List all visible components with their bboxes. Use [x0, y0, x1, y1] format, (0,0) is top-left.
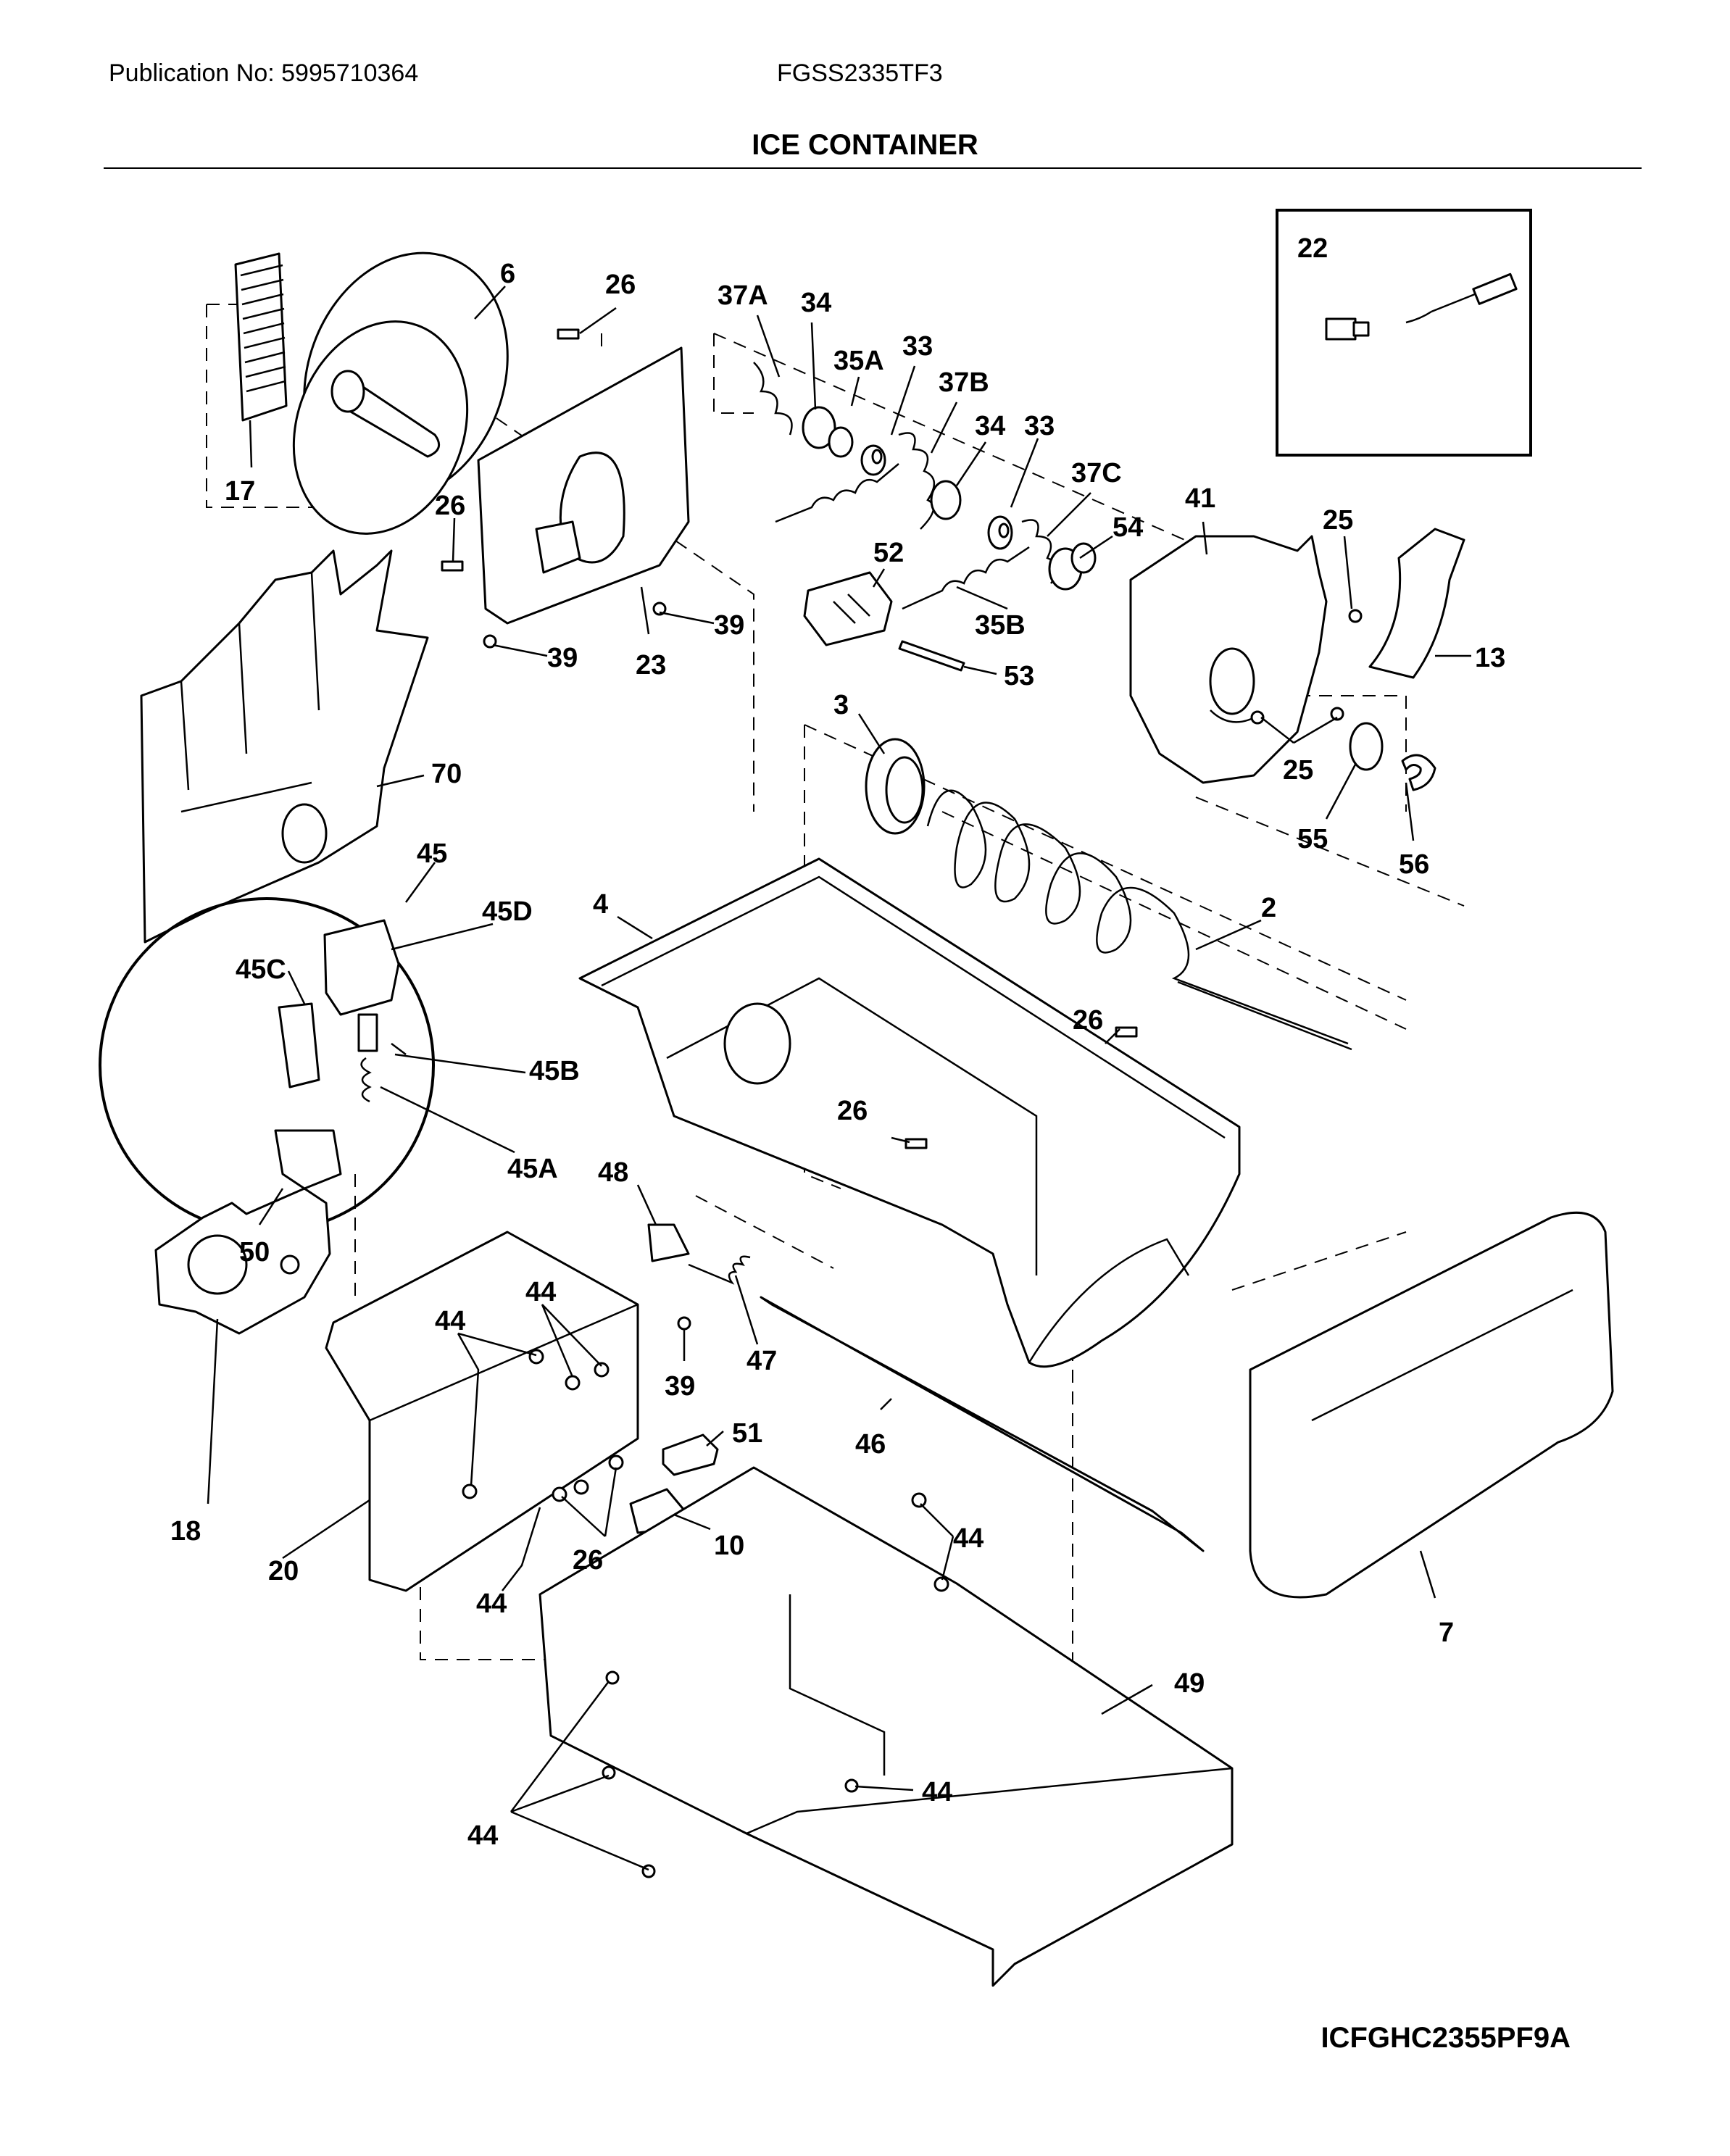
screws: [441, 328, 1363, 1878]
header-rule: [104, 167, 1642, 169]
callout-26c: 26: [1073, 1005, 1103, 1036]
callout-39b: 39: [547, 643, 578, 673]
callout-33: 33: [902, 331, 933, 362]
part-41-auger-housing: [1129, 535, 1328, 784]
callout-33b: 33: [1024, 411, 1055, 441]
part-45-detail-circle: [99, 897, 435, 1233]
callout-37a: 37A: [718, 280, 768, 311]
callout-47: 47: [747, 1346, 777, 1376]
callout-13: 13: [1475, 643, 1505, 673]
callout-26e: 26: [573, 1545, 603, 1576]
callout-56: 56: [1399, 849, 1429, 880]
callout-44c: 44: [953, 1523, 983, 1554]
callout-45a: 45A: [507, 1154, 558, 1184]
callout-53: 53: [1004, 661, 1034, 691]
callout-17: 17: [225, 476, 255, 507]
callout-49: 49: [1174, 1668, 1205, 1699]
callout-51: 51: [732, 1418, 762, 1449]
part-3-bearing: [865, 738, 926, 835]
part-4-ice-container: [578, 857, 1241, 1368]
callout-35a: 35A: [833, 346, 884, 376]
callout-3: 3: [833, 690, 849, 720]
callout-25b: 25: [1283, 755, 1313, 786]
callout-50: 50: [239, 1237, 270, 1268]
callout-37c: 37C: [1071, 458, 1122, 488]
part-17-filter: [234, 252, 288, 422]
callout-37b: 37B: [939, 367, 989, 398]
part-52-switch: [803, 571, 893, 646]
callout-41: 41: [1185, 483, 1215, 514]
callout-45: 45: [417, 838, 447, 869]
callout-55: 55: [1297, 824, 1328, 854]
callout-46: 46: [855, 1429, 886, 1460]
part-70-housing: [140, 549, 429, 944]
callout-18: 18: [170, 1516, 201, 1547]
callout-45c: 45C: [236, 954, 286, 985]
callout-48: 48: [598, 1157, 628, 1188]
part-7-door-cover: [1249, 1211, 1614, 1599]
drawing-code: ICFGHC2355PF9A: [1321, 2022, 1571, 2054]
part-13-deflector: [1368, 528, 1465, 679]
part-47-spring: [688, 1255, 751, 1285]
callout-45d: 45D: [482, 896, 533, 927]
callout-25: 25: [1323, 505, 1353, 536]
callout-22: 22: [1297, 233, 1328, 264]
callout-39c: 39: [665, 1371, 695, 1402]
callout-2: 2: [1261, 893, 1276, 923]
callout-34: 34: [801, 288, 831, 318]
part-22-wire-harness: [1325, 272, 1518, 341]
part-23-mounting-plate: [477, 346, 690, 625]
callout-44f: 44: [467, 1820, 498, 1851]
inset-box-22: [1276, 209, 1532, 457]
callout-labels: 22 6 26 37A 34 35A 33 37B 34 33 37C 17 2…: [170, 233, 1505, 1851]
part-51-actuator: [662, 1433, 719, 1476]
callout-70: 70: [431, 759, 462, 789]
callout-44: 44: [435, 1306, 465, 1336]
callout-39: 39: [714, 610, 744, 641]
parts-37-34-35-33-spring-assembly: [753, 362, 1097, 610]
callout-52: 52: [873, 538, 904, 568]
callout-44b: 44: [525, 1277, 556, 1307]
callout-26b: 26: [435, 491, 465, 521]
callout-26: 26: [605, 270, 636, 300]
callout-7: 7: [1439, 1618, 1454, 1648]
callout-23: 23: [636, 650, 666, 680]
model-number: FGSS2335TF3: [777, 59, 943, 87]
publication-number: Publication No: 5995710364: [109, 59, 419, 87]
part-53-rod: [898, 640, 965, 672]
part-55-ring: [1349, 722, 1384, 771]
callout-34b: 34: [975, 411, 1005, 441]
callout-45b: 45B: [529, 1056, 580, 1086]
callout-44d: 44: [476, 1589, 507, 1619]
callout-10: 10: [714, 1531, 744, 1561]
page-title: ICE CONTAINER: [752, 129, 978, 161]
part-2-auger-spring: [926, 789, 1352, 1051]
callout-6: 6: [500, 259, 515, 289]
callout-44e: 44: [922, 1777, 952, 1807]
part-20-bracket: [325, 1231, 639, 1592]
leader-lines: [207, 286, 1471, 1871]
callout-35b: 35B: [975, 610, 1026, 641]
part-48-bracket: [647, 1223, 690, 1262]
callout-26d: 26: [837, 1096, 868, 1126]
part-46-rod: [760, 1296, 1205, 1552]
callout-54: 54: [1113, 512, 1143, 543]
part-49-base-plate: [538, 1466, 1234, 1987]
part-56-clip: [1401, 754, 1436, 791]
part-6-auger-drum: [292, 251, 509, 535]
callout-4: 4: [593, 889, 608, 920]
callout-20: 20: [268, 1556, 299, 1586]
part-18-gear-motor: [154, 1187, 331, 1335]
